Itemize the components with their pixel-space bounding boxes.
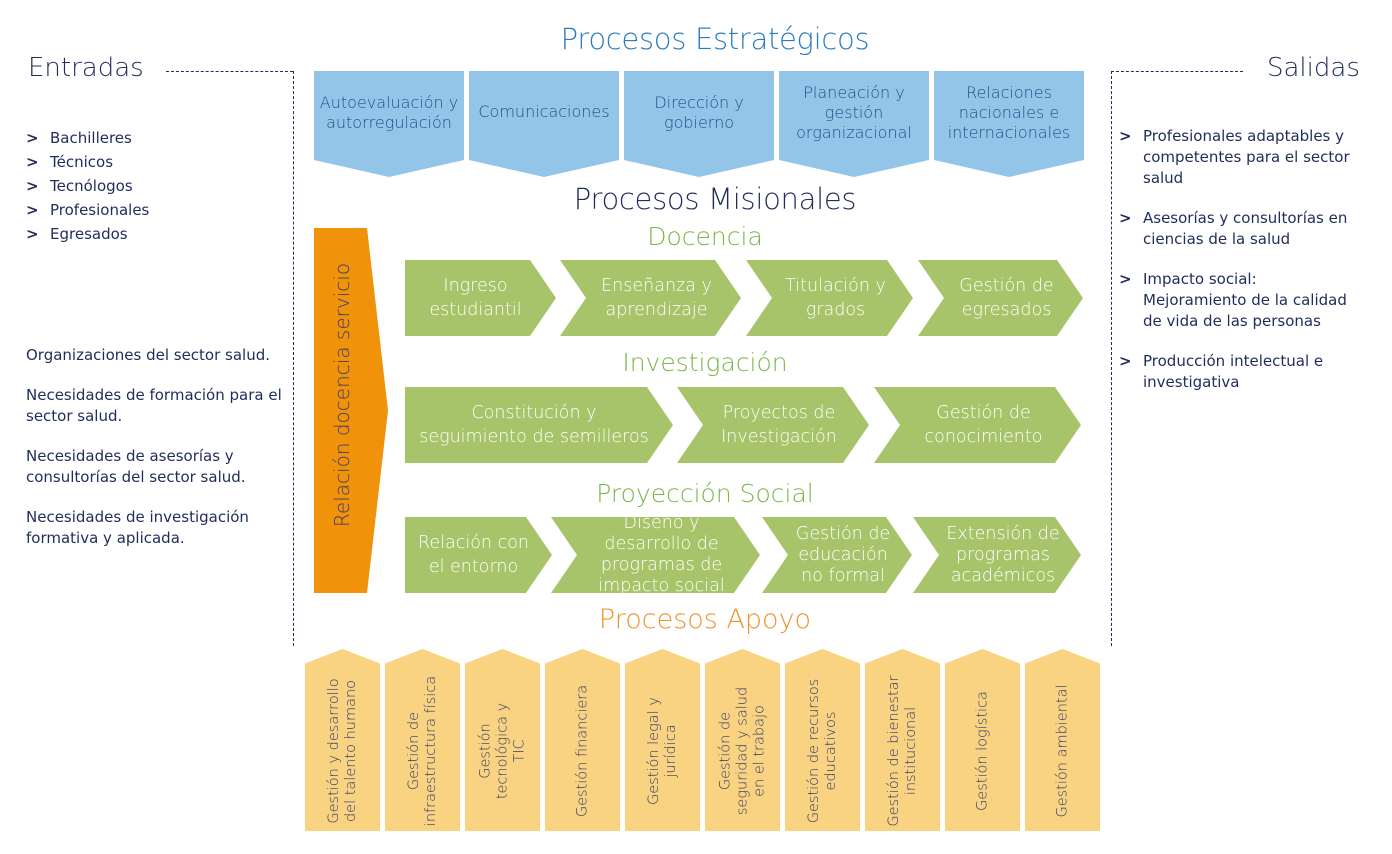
chevron-right-icon: >	[26, 225, 39, 243]
title-investigacion: Investigación	[622, 348, 788, 377]
entradas-need: Necesidades de formación para el sector …	[26, 386, 282, 425]
entradas-item: >Profesionales	[26, 198, 149, 222]
salidas-dashed-vertical	[1111, 71, 1112, 646]
strategic-process-box: Comunicaciones	[469, 71, 619, 177]
chevron-right-icon: >	[1119, 352, 1132, 370]
proyeccion-step: Diseño y desarrollo de programas de impa…	[551, 517, 760, 593]
strategic-process-box: Dirección y gobierno	[624, 71, 774, 177]
entradas-need: Necesidades de investigación formativa y…	[26, 508, 249, 547]
entradas-list: >Bachilleres >Técnicos >Tecnólogos >Prof…	[26, 126, 149, 246]
title-proyeccion-social: Proyección Social	[596, 479, 814, 508]
entradas-item: >Bachilleres	[26, 126, 149, 150]
chevron-right-icon: >	[1119, 127, 1132, 145]
support-process-box: Gestión legal y jurídica	[625, 649, 700, 831]
salidas-dashed-line	[1111, 71, 1243, 72]
entradas-needs: Organizaciones del sector salud. Necesid…	[26, 345, 286, 568]
chevron-right-icon: >	[1119, 270, 1132, 288]
salidas-item: >Impacto social: Mejoramiento de la cali…	[1119, 270, 1347, 330]
chevron-right-icon: >	[26, 153, 39, 171]
entradas-item: >Técnicos	[26, 150, 149, 174]
title-entradas: Entradas	[28, 53, 144, 83]
chevron-right-icon: >	[26, 129, 39, 147]
chevron-right-icon: >	[1119, 209, 1132, 227]
investigacion-step: Gestión de conocimiento	[874, 387, 1081, 463]
proyeccion-step: Relación con el entorno	[405, 517, 552, 593]
salidas-item: >Producción intelectual e investigativa	[1119, 352, 1324, 391]
strategic-process-box: Planeación y gestión organizacional	[779, 71, 929, 177]
salidas-list: >Profesionales adaptables y competentes …	[1119, 126, 1359, 412]
support-process-box: Gestión de infraestructura física	[385, 649, 460, 831]
proyeccion-step: Extensión de programas académicos	[913, 517, 1081, 593]
proyeccion-step: Gestión de educación no formal	[762, 517, 912, 593]
support-process-box: Gestión ambiental	[1025, 649, 1100, 831]
docencia-step: Enseñanza y aprendizaje	[560, 260, 741, 336]
investigacion-step: Constitución y seguimiento de semilleros	[405, 387, 673, 463]
relacion-docencia-servicio-label: Relación docencia servicio	[330, 262, 354, 528]
investigacion-step: Proyectos de Investigación	[677, 387, 869, 463]
title-procesos-misionales: Procesos Misionales	[573, 182, 857, 216]
strategic-process-box: Autoevaluación y autorregulación	[314, 71, 464, 177]
support-process-box: Gestión de seguridad y salud en el traba…	[705, 649, 780, 831]
entradas-need: Organizaciones del sector salud.	[26, 346, 271, 364]
entradas-dashed-line	[166, 71, 293, 72]
entradas-need: Necesidades de asesorías y consultorías …	[26, 447, 246, 486]
title-docencia: Docencia	[647, 222, 763, 251]
support-process-box: Gestión financiera	[545, 649, 620, 831]
entradas-dashed-vertical	[293, 71, 294, 646]
salidas-item: >Asesorías y consultorías en ciencias de…	[1119, 209, 1348, 248]
chevron-right-icon: >	[26, 201, 39, 219]
support-process-box: Gestión logística	[945, 649, 1020, 831]
title-procesos-estrategicos: Procesos Estratégicos	[560, 22, 870, 56]
chevron-right-icon: >	[26, 177, 39, 195]
entradas-item: >Egresados	[26, 222, 149, 246]
support-process-box: Gestión tecnológica y TIC	[465, 649, 540, 831]
title-salidas: Salidas	[1267, 53, 1360, 83]
docencia-step: Titulación y grados	[746, 260, 913, 336]
support-process-box: Gestión de recursos educativos	[785, 649, 860, 831]
salidas-item: >Profesionales adaptables y competentes …	[1119, 127, 1350, 187]
title-procesos-apoyo: Procesos Apoyo	[598, 604, 812, 635]
entradas-item: >Tecnólogos	[26, 174, 149, 198]
strategic-process-box: Relaciones nacionales e internacionales	[934, 71, 1084, 177]
support-process-box: Gestión y desarrollo del talento humano	[305, 649, 380, 831]
support-process-box: Gestión de bienestar institucional	[865, 649, 940, 831]
docencia-step: Gestión de egresados	[918, 260, 1083, 336]
docencia-step: Ingreso estudiantil	[405, 260, 556, 336]
